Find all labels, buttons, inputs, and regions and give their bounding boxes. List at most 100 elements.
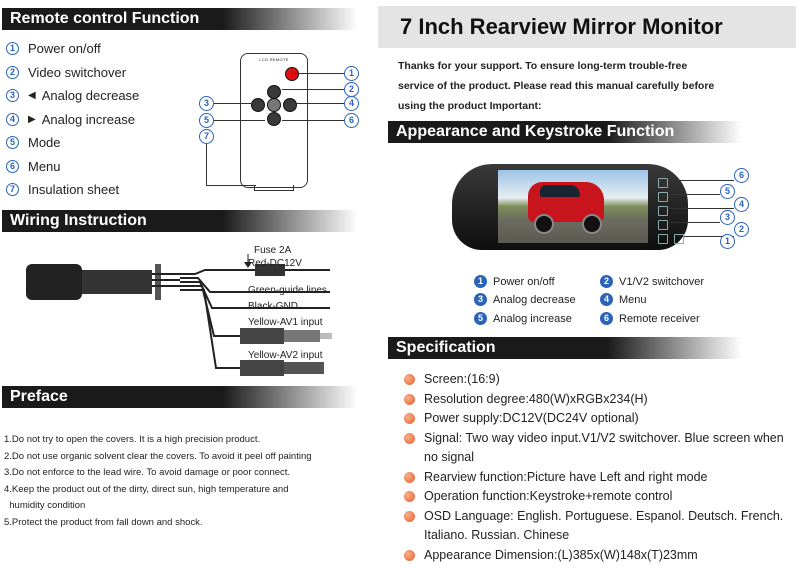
list-item: Signal: Two way video input.V1/V2 switch… [404, 429, 794, 468]
intro-line: using the product Important: [398, 100, 542, 112]
spec-text: Power supply:DC12V(DC24V optional) [424, 411, 639, 425]
number-badge: 4 [6, 112, 19, 126]
list-item-label: Analog increase [493, 312, 572, 325]
callout-number: 5 [199, 113, 214, 128]
preface-item: 2.Do not use organic solvent clear the c… [4, 450, 312, 462]
spec-text: Rearview function:Picture have Left and … [424, 469, 708, 484]
spec-text: Signal: Two way video input.V1/V2 switch… [424, 430, 784, 465]
callout-number: 6 [344, 113, 359, 128]
remote-control-header: Remote control Function [2, 8, 358, 30]
number-badge: 6 [600, 312, 613, 325]
spec-text: Appearance Dimension:(L)385x(W)148x(T)23… [424, 547, 698, 562]
list-item-label: Remote receiver [619, 312, 700, 325]
number-badge: 2 [600, 275, 613, 288]
remote-label: LCD REMOTE [259, 57, 289, 62]
callout-number: 4 [734, 197, 749, 212]
list-item: 2 V1/V2 switchover [600, 275, 704, 288]
spec-text: Operation function:Keystroke+remote cont… [424, 489, 673, 503]
list-item: 1 Power on/off [6, 37, 139, 61]
preface-item: 1.Do not try to open the covers. It is a… [4, 434, 261, 445]
switchover-key-icon [658, 234, 668, 244]
list-item: 3 Analog decrease [474, 293, 576, 306]
page-title: 7 Inch Rearview Mirror Monitor [378, 6, 796, 48]
preface-header: Preface [2, 386, 358, 408]
number-badge: 3 [474, 293, 487, 306]
video-switch-button-icon [267, 85, 281, 99]
list-item: 7 Insulation sheet [6, 178, 139, 202]
preface-list: 1.Do not try to open the covers. It is a… [4, 432, 364, 531]
spec-text: OSD Language: English. Portuguese. Espan… [424, 508, 784, 543]
intro-text: Thanks for your support. To ensure long-… [398, 56, 783, 116]
list-item: 3◀Analog decrease [6, 84, 139, 108]
list-item-label: Mode [28, 135, 61, 151]
callout-number: 3 [199, 96, 214, 111]
list-item-label: Menu [619, 293, 647, 306]
preface-item: 5.Protect the product from fall down and… [4, 516, 203, 528]
preface-item: 4.Keep the product out of the dirty, dir… [4, 483, 289, 495]
number-badge: 2 [6, 65, 19, 79]
list-item: Power supply:DC12V(DC24V optional) [404, 409, 794, 429]
intro-line: service of the product. Please read this… [398, 80, 715, 92]
center-button-icon [267, 98, 281, 112]
list-item: Rearview function:Picture have Left and … [404, 468, 794, 488]
list-item: OSD Language: English. Portuguese. Espan… [404, 507, 794, 546]
callout-number: 4 [344, 96, 359, 111]
list-item: Appearance Dimension:(L)385x(W)148x(T)23… [404, 546, 794, 566]
specification-header: Specification [388, 337, 742, 359]
power-button-icon [285, 67, 299, 81]
car-wheel [582, 214, 602, 234]
list-item-label: Analog increase [41, 111, 135, 127]
number-badge: 7 [6, 183, 19, 197]
list-item: 4▶Analog increase [6, 108, 139, 132]
insulation-sheet-icon [254, 185, 294, 191]
list-item-label: Analog decrease [41, 88, 140, 104]
number-badge: 1 [474, 275, 487, 288]
analog-decrease-button-icon [251, 98, 265, 112]
callout-number: 6 [734, 168, 749, 183]
list-item: 6 Remote receiver [600, 312, 700, 325]
callout-number: 2 [344, 82, 359, 97]
callout-number: 3 [720, 210, 735, 225]
callout-number: 1 [720, 234, 735, 249]
callout-number: 1 [344, 66, 359, 81]
wiring-label: Black-GND [248, 301, 299, 312]
specification-list: Screen:(16:9) Resolution degree:480(W)xR… [404, 370, 794, 565]
car-window [540, 185, 580, 197]
left-arrow-icon: ◀ [28, 90, 36, 102]
car-wheel [534, 214, 554, 234]
appearance-header: Appearance and Keystroke Function [388, 121, 742, 143]
menu-button-icon [267, 112, 281, 126]
bullet-icon [404, 413, 415, 424]
spec-text: Screen:(16:9) [424, 372, 500, 386]
preface-item: humidity condition [4, 500, 86, 511]
wiring-label: Fuse 2A [254, 245, 292, 256]
list-item-label: Power on/off [28, 41, 101, 57]
list-item-label: Menu [28, 158, 61, 174]
list-item-label: Insulation sheet [28, 182, 120, 198]
spec-text: Resolution degree:480(W)xRGBx234(H) [424, 391, 648, 406]
wiring-diagram [26, 254, 332, 376]
list-item: Screen:(16:9) [404, 370, 794, 390]
callout-number: 7 [199, 129, 214, 144]
list-item: Resolution degree:480(W)xRGBx234(H) [404, 390, 794, 410]
monitor-screen [498, 170, 648, 243]
list-item: Operation function:Keystroke+remote cont… [404, 487, 794, 507]
number-badge: 1 [6, 42, 19, 56]
intro-line: Thanks for your support. To ensure long-… [398, 60, 688, 72]
list-item-label: V1/V2 switchover [619, 275, 704, 288]
analog-decrease-key-icon [658, 220, 668, 230]
number-badge: 5 [474, 312, 487, 325]
analog-increase-button-icon [283, 98, 297, 112]
list-item-label: Analog decrease [493, 293, 576, 306]
power-key-icon [674, 234, 684, 244]
number-badge: 4 [600, 293, 613, 306]
list-item: 4 Menu [600, 293, 647, 306]
list-item-label: Video switchover [28, 64, 127, 80]
callout-number: 5 [720, 184, 735, 199]
remote-receiver-icon [658, 178, 668, 188]
analog-increase-key-icon [658, 192, 668, 202]
